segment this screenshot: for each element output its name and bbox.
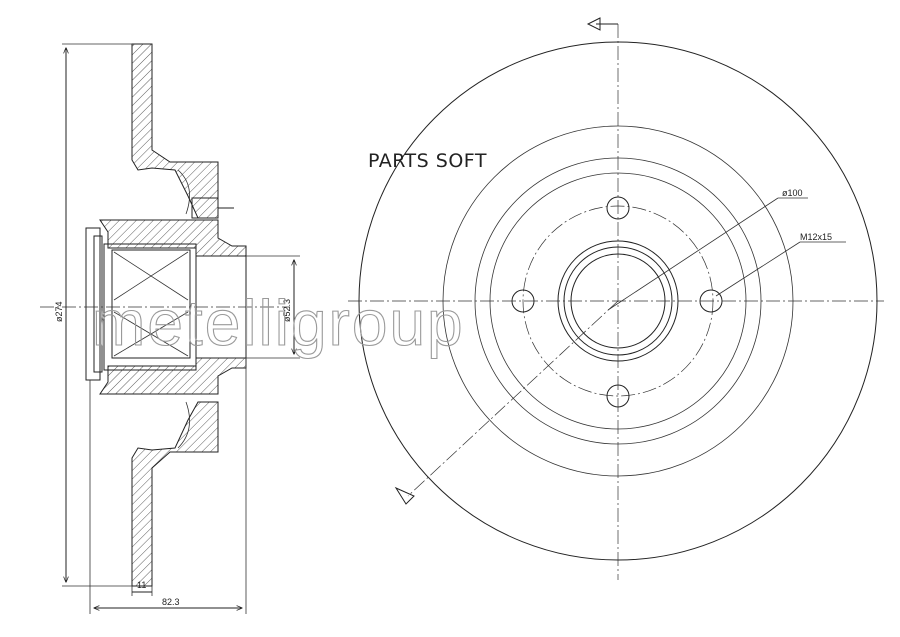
disc-section-upper	[131, 43, 219, 219]
hub-section-upper	[99, 219, 247, 257]
section-marker-bottom	[394, 486, 415, 505]
bearing-seal	[85, 227, 101, 381]
disc-section-lower	[131, 401, 219, 587]
hub-section-lower	[99, 357, 247, 395]
disc-thickness-label: 11	[137, 580, 146, 590]
pilot-bore-label: ø52.3	[282, 299, 292, 322]
pcd-label: ø100	[782, 188, 803, 198]
brand-overlay-text: PARTS SOFT	[368, 150, 487, 172]
section-marker-top	[586, 17, 601, 31]
watermark-text: metelligroup	[92, 287, 465, 359]
hub-height-label: 82.3	[162, 597, 180, 607]
side-section-view: ø274 ø52.3 11 82.3	[40, 43, 300, 614]
thread-label: M12x15	[800, 232, 832, 242]
front-view: ø100 M12x15	[348, 17, 884, 580]
overall-diameter-label: ø274	[54, 301, 64, 322]
